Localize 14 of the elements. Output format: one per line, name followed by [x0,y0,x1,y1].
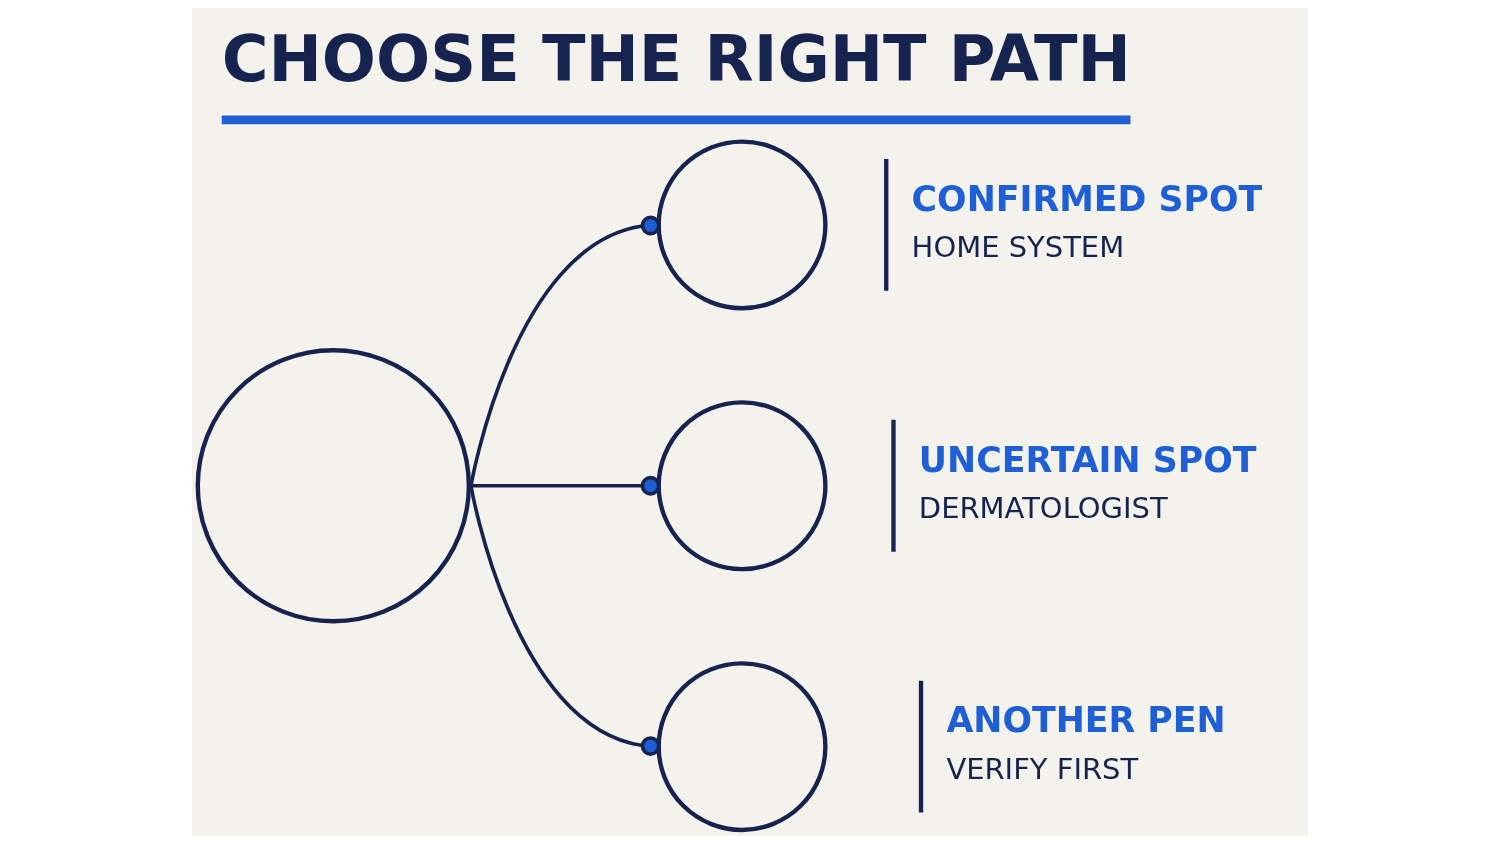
node-circle [656,139,828,311]
node-circle [656,400,828,572]
node-label: ANOTHER PEN [946,700,1226,741]
node-label: HOME SYSTEM [911,229,1125,264]
diagram-title: CHOOSE THE RIGHT PATH [221,21,1131,96]
node-label: UNCERTAIN SPOT [918,439,1257,480]
node-label: CONFIRMED SPOT [911,178,1263,219]
node-circle [656,661,828,833]
node-circle [195,348,471,624]
node-label: VERIFY FIRST [946,751,1139,786]
connector [469,485,661,756]
connector [469,215,661,487]
connector [471,475,661,496]
node-label: DERMATOLOGIST [918,490,1168,525]
